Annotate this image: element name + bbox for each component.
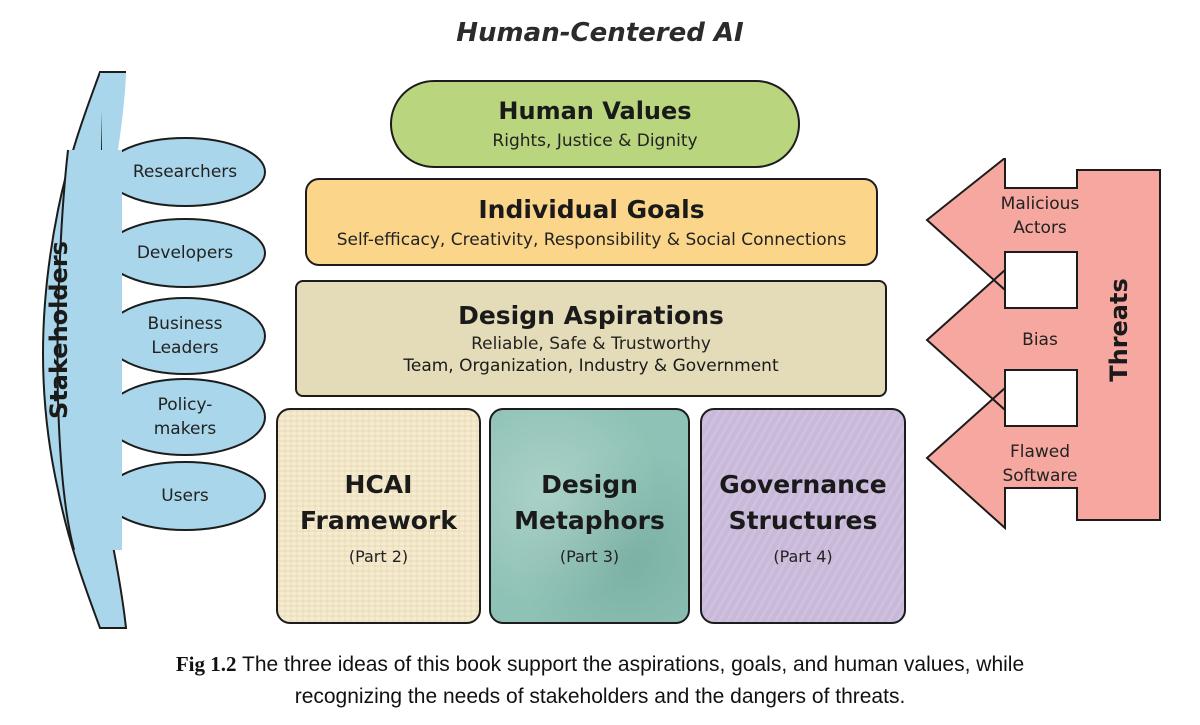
design-metaphors-line2: Metaphors — [514, 505, 665, 535]
threats-label: Threats — [1105, 278, 1133, 382]
design-aspirations-sub2: Team, Organization, Industry & Governmen… — [403, 356, 779, 376]
figure-number: Fig 1.2 — [175, 652, 237, 676]
threat-flawed-software: Flawed Software — [1002, 442, 1078, 486]
hcai-framework-part: (Part 2) — [348, 546, 409, 566]
governance-structures-box: Governance Structures (Part 4) — [700, 408, 906, 624]
stakeholder-business-leaders: Business Leaders — [147, 314, 223, 358]
stakeholder-researchers: Researchers — [132, 162, 238, 182]
threat-malicious-actors: Malicious Actors — [1000, 194, 1080, 238]
stakeholders-shape — [42, 71, 266, 629]
stakeholder-developers: Developers — [136, 243, 234, 263]
design-aspirations-heading: Design Aspirations — [458, 301, 724, 330]
caption-line1: The three ideas of this book support the… — [242, 653, 1025, 676]
human-values-box: Human Values Rights, Justice & Dignity — [390, 80, 800, 168]
figure-caption: Fig 1.2 The three ideas of this book sup… — [0, 648, 1200, 713]
threat-bias: Bias — [1022, 330, 1058, 350]
individual-goals-heading: Individual Goals — [478, 194, 705, 224]
design-metaphors-box: Design Metaphors (Part 3) — [489, 408, 690, 624]
individual-goals-sub: Self-efficacy, Creativity, Responsibilit… — [336, 229, 847, 250]
governance-structures-part: (Part 4) — [773, 546, 833, 566]
caption-line2: recognizing the needs of stakeholders an… — [294, 685, 906, 708]
governance-structures-line1: Governance — [719, 469, 887, 499]
governance-structures-line2: Structures — [728, 505, 878, 535]
diagram-title: Human-Centered AI — [456, 18, 744, 48]
human-values-heading: Human Values — [498, 97, 692, 125]
stakeholder-policymakers: Policy- makers — [153, 395, 217, 439]
stakeholder-users: Users — [161, 486, 209, 506]
hcai-framework-line2: Framework — [300, 505, 457, 535]
stakeholders-label: Stakeholders — [45, 241, 73, 419]
human-values-sub: Rights, Justice & Dignity — [492, 131, 698, 151]
hcai-framework-line1: HCAI — [344, 469, 413, 499]
threats-shape — [925, 158, 1161, 530]
design-metaphors-line1: Design — [541, 469, 638, 499]
design-aspirations-box: Design Aspirations Reliable, Safe & Trus… — [295, 280, 887, 397]
hcai-framework-box: HCAI Framework (Part 2) — [276, 408, 481, 624]
individual-goals-box: Individual Goals Self-efficacy, Creativi… — [305, 178, 878, 266]
design-aspirations-sub1: Reliable, Safe & Trustworthy — [471, 334, 711, 354]
design-metaphors-part: (Part 3) — [559, 546, 620, 566]
